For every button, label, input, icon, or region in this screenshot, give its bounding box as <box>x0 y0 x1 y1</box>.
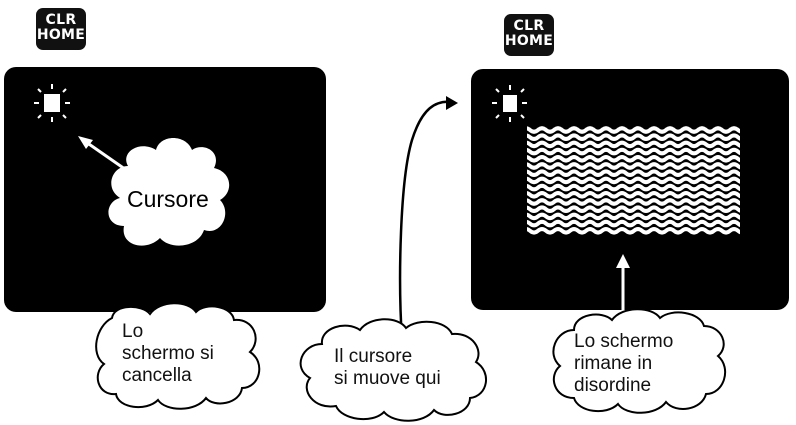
key-label-line1: CLR <box>513 18 545 34</box>
wavy-line <box>527 227 740 235</box>
key-label-line1: CLR <box>45 12 77 28</box>
label-line: disordine <box>574 375 652 396</box>
key-label-line2: HOME <box>36 27 86 43</box>
wavy-line <box>527 147 740 156</box>
wavy-line <box>527 198 740 206</box>
wavy-line <box>527 205 740 213</box>
label-line: cancella <box>122 365 192 386</box>
label-line: Lo schermo <box>574 331 674 352</box>
cursor-block-icon <box>492 85 527 122</box>
wavy-line <box>527 176 740 185</box>
screen-messy-label: Lo schermo rimane in disordine <box>574 331 673 397</box>
clr-home-key-left: CLR HOME <box>36 8 86 50</box>
cursor-moves-label: Il cursore si muove qui <box>334 346 441 390</box>
wavy-line <box>527 126 740 134</box>
wavy-lines-icon <box>527 126 740 235</box>
label-line: schermo si <box>122 343 214 364</box>
cursor-block-icon <box>34 84 70 122</box>
wavy-line <box>527 169 740 177</box>
wavy-line <box>527 212 740 221</box>
wavy-line <box>527 133 740 141</box>
arrow-icon <box>398 96 458 341</box>
clr-home-key-right: CLR HOME <box>504 14 554 56</box>
label-cloud-middle <box>299 318 487 422</box>
label-cloud-left <box>95 302 261 410</box>
label-line: si muove qui <box>334 368 441 389</box>
cursor-label: Cursore <box>127 186 209 212</box>
wavy-line <box>527 162 740 170</box>
wavy-line <box>527 219 740 228</box>
wavy-line <box>527 140 740 149</box>
label-cloud-right <box>552 308 727 414</box>
label-line: Il cursore <box>334 346 413 367</box>
wavy-line <box>527 155 740 163</box>
key-label-line2: HOME <box>504 33 554 49</box>
label-line: Lo <box>122 321 144 342</box>
label-line: rimane in <box>574 353 653 374</box>
wavy-line <box>527 183 740 192</box>
screen-clears-label: Lo schermo si cancella <box>122 321 214 387</box>
wavy-line <box>527 191 740 199</box>
cursor-cloud <box>108 138 230 246</box>
